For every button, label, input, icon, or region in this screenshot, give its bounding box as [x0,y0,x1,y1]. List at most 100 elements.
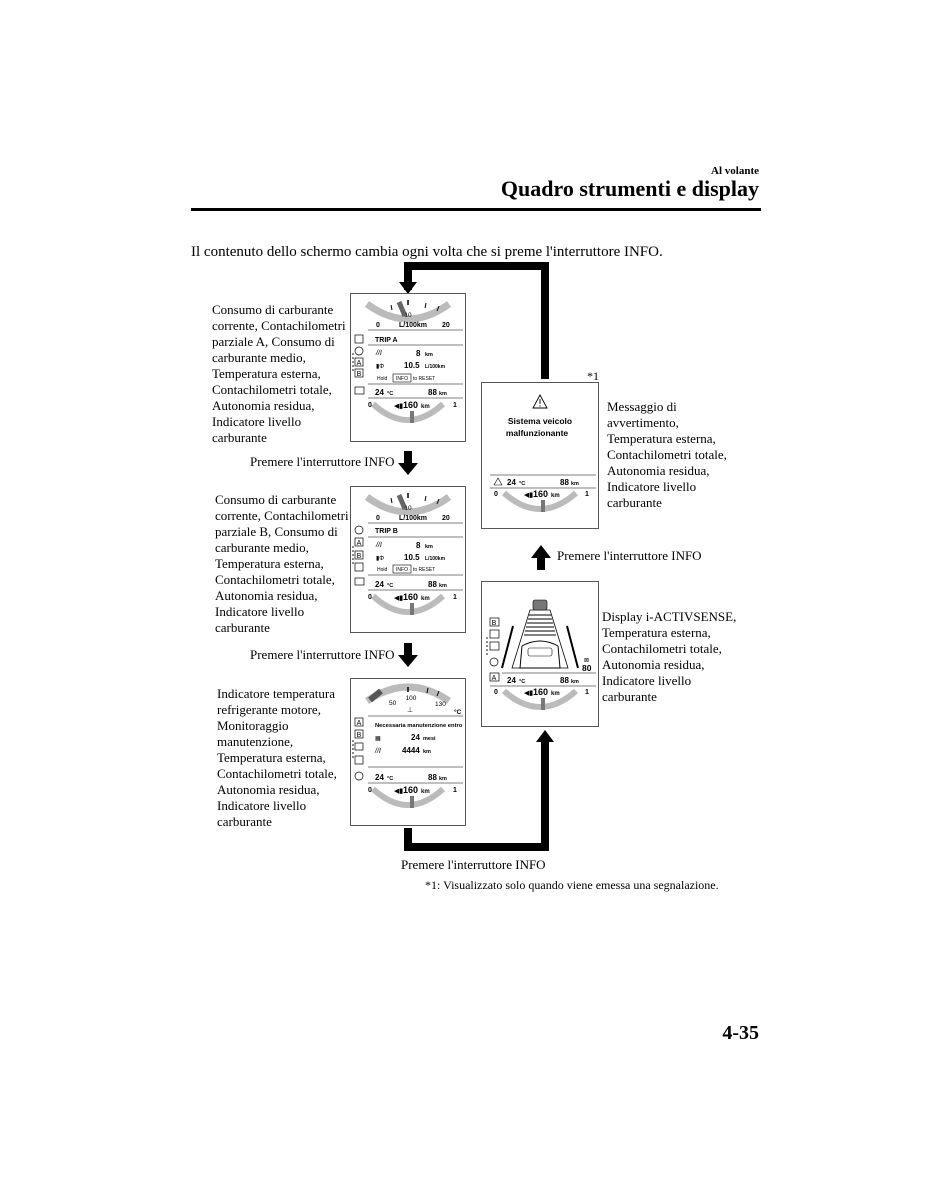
svg-text:88: 88 [428,773,437,782]
svg-text:°C: °C [387,583,393,589]
trip-icon: //I [374,748,381,755]
svg-text:88: 88 [560,478,569,487]
svg-text:km: km [551,691,560,697]
avg-icon: ▮Φ [376,364,384,370]
warning-triangle-icon [532,394,548,409]
car-icon [489,629,500,639]
svg-text:1: 1 [453,402,457,409]
svg-text:B: B [357,732,362,739]
trip-label: TRIP A [375,337,398,344]
svg-text:°C: °C [519,481,525,487]
avg-icon: ▮Φ [376,556,384,562]
avg-value: 10.5 [404,361,420,370]
screen-trip-a: 10 0 L/100km 20 TRIP A A B //I 8 km ▮Φ 1… [350,293,466,442]
side-label-a: A [357,360,362,367]
intro-text: Il contenuto dello schermo cambia ogni v… [191,244,663,260]
fuel-pump-icon: ◀▮ [524,492,533,499]
svg-text:160: 160 [403,785,418,795]
svg-text:24: 24 [411,733,420,742]
svg-text:1: 1 [585,491,589,498]
svg-text:0: 0 [368,787,372,794]
svg-text:km: km [421,596,430,602]
header-rule [191,208,761,211]
svg-text:24: 24 [375,580,384,589]
svg-text:24: 24 [507,676,516,685]
svg-text:50: 50 [389,700,397,707]
svg-text:Necessaria manutenzione entro: Necessaria manutenzione entro [375,723,463,729]
fuel-eco-icon [489,657,499,667]
coolant-icon: ⊥ [407,707,413,714]
svg-text:km: km [439,583,447,589]
up-arrow-icon [531,545,551,558]
section-label: Al volante [711,165,759,177]
press-info-label: Premere l'interruttore INFO [250,454,395,469]
down-arrow-stem [404,643,412,657]
svg-text:B: B [492,620,497,627]
trip-icon: //I [375,350,382,357]
trip-value: 8 [416,349,421,358]
svg-text:24: 24 [375,773,384,782]
svg-text:Hold: Hold [377,567,388,573]
svg-text:km: km [439,391,447,397]
gauge-min-label: 0 [376,322,380,329]
car-icon [354,334,364,344]
up-arrow-stem [537,556,545,570]
svg-text:0: 0 [376,515,380,522]
cruise-icon: ⊠ [584,658,589,664]
svg-text:160: 160 [533,687,548,697]
fuel-eco-icon [354,346,364,356]
avg-unit: L/100km [425,364,446,370]
bottom-loop-line [404,740,549,851]
fuel-eco-icon [354,771,364,781]
down-arrow-icon [398,655,418,667]
screen-trip-b: 10 0 L/100km 20 TRIP B A B //I 8 km ▮Φ 1… [350,486,466,633]
svg-text:20: 20 [442,515,450,522]
svg-text:130: 130 [435,701,446,708]
svg-text:km: km [423,749,431,755]
svg-text:1: 1 [585,689,589,696]
svg-text:88: 88 [428,388,437,397]
press-info-label: Premere l'interruttore INFO [557,548,702,563]
press-info-label: Premere l'interruttore INFO [401,857,546,872]
car-icon [354,562,364,572]
down-arrow-icon [399,282,417,294]
car-icon [354,755,364,765]
trip-label: TRIP B [375,528,398,535]
car-icon [354,742,364,751]
svg-text:to RESET: to RESET [413,567,435,573]
svg-text:L/100km: L/100km [425,556,446,562]
car-ahead-icon [532,599,548,611]
car-icon [354,386,365,395]
svg-text:8: 8 [416,541,421,550]
svg-text:24: 24 [375,388,384,397]
fuel-pump-icon: ◀▮ [394,788,403,795]
car-icon [489,641,500,651]
svg-text:km: km [571,481,579,487]
up-arrow-icon [536,730,554,742]
warning-message-line1: Sistema veicolo [508,416,572,426]
gauge-unit-label: L/100km [399,322,427,329]
down-arrow-icon [398,463,418,475]
svg-text:km: km [571,679,579,685]
down-arrow-stem [404,451,412,465]
svg-text:10.5: 10.5 [404,553,420,562]
fuel-pump-icon: ◀▮ [394,595,403,602]
svg-text:INFO: INFO [396,567,408,573]
svg-text:4444: 4444 [402,746,420,755]
trip-unit: km [425,352,433,358]
svg-text:A: A [492,675,497,682]
svg-text:km: km [421,404,430,410]
svg-text:160: 160 [403,592,418,602]
svg-text:A: A [357,720,362,727]
svg-text:°C: °C [519,679,525,685]
svg-text:0: 0 [494,689,498,696]
warning-message-line2: malfunzionante [506,428,569,438]
warning-triangle-icon [493,477,503,486]
top-loop-line [404,262,549,379]
gauge-mid-label: 10 [404,312,412,319]
svg-text:0: 0 [368,594,372,601]
